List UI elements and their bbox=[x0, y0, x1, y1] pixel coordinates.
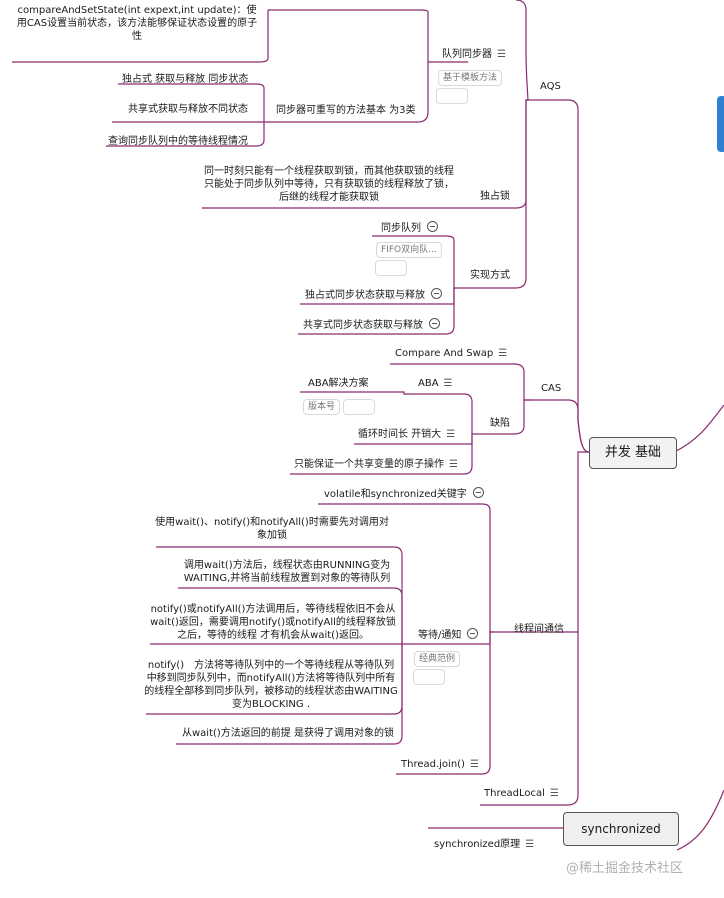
volatile-label: volatile和synchronized关键字 bbox=[324, 489, 467, 500]
threadlocal-label: ThreadLocal bbox=[484, 788, 545, 799]
empty-note-box bbox=[413, 669, 445, 685]
queue-sync-label: 队列同步器 bbox=[442, 49, 492, 60]
collapse-icon[interactable] bbox=[431, 288, 442, 299]
comm-node[interactable]: 线程间通信 bbox=[514, 624, 564, 635]
notes-icon: ☰ bbox=[549, 788, 559, 799]
notes-icon: ☰ bbox=[446, 429, 456, 440]
wait-notify-item-1: 使用wait()、notify()和notifyAll()时需要先对调用对象加锁 bbox=[155, 517, 389, 541]
cas-node[interactable]: CAS bbox=[541, 383, 562, 394]
watermark: @稀土掘金技术社区 bbox=[566, 861, 684, 876]
template-method-tag: 基于模板方法 bbox=[438, 70, 503, 86]
wait-notify-item-4: notify() 方法将等待队列中的一个等待线程从等待队列中移到同步队列中，而n… bbox=[144, 660, 398, 710]
notes-icon: ☰ bbox=[449, 459, 458, 470]
rewritable-item-1[interactable]: 独占式 获取与释放 同步状态 bbox=[122, 74, 249, 85]
wait-notify-item-2: 调用wait()方法后，线程状态由RUNNING变为WAITING,并将当前线程… bbox=[183, 560, 391, 584]
notes-icon: ☰ bbox=[525, 839, 535, 850]
compare-swap-label: Compare And Swap bbox=[395, 348, 494, 359]
rewritable-methods-node[interactable]: 同步器可重写的方法基本 为3类 bbox=[276, 105, 416, 116]
aba-label: ABA bbox=[418, 378, 439, 389]
fifo-tag: FIFO双向队... bbox=[376, 242, 442, 258]
notes-icon: ☰ bbox=[497, 49, 506, 60]
rewritable-item-3[interactable]: 查询同步队列中的等待线程情况 bbox=[108, 136, 248, 147]
empty-note-box bbox=[343, 399, 375, 415]
collapse-icon[interactable] bbox=[472, 487, 484, 498]
impl-node[interactable]: 实现方式 bbox=[470, 270, 510, 281]
wait-notify-item-3: notify()或notifyAll()方法调用后，等待线程依旧不会从wait(… bbox=[150, 604, 396, 641]
sync-queue-label: 同步队列 bbox=[381, 223, 421, 234]
notes-icon: ☰ bbox=[443, 378, 453, 389]
aba-node[interactable]: ABA ☰ bbox=[418, 377, 453, 390]
impl-exclusive-label: 独占式同步状态获取与释放 bbox=[305, 290, 425, 301]
impl-exclusive-node[interactable]: 独占式同步状态获取与释放 bbox=[305, 288, 442, 302]
sync-queue-node[interactable]: 同步队列 bbox=[381, 221, 438, 235]
wait-notify-label: 等待/通知 bbox=[418, 630, 462, 641]
empty-note-box bbox=[375, 260, 407, 276]
aqs-node[interactable]: AQS bbox=[540, 81, 561, 92]
queue-sync-node[interactable]: 队列同步器 ☰ bbox=[442, 48, 506, 61]
join-node[interactable]: Thread.join() ☰ bbox=[401, 758, 479, 771]
threadlocal-node[interactable]: ThreadLocal ☰ bbox=[484, 787, 559, 800]
cas-method-text: compareAndSetState(int expext,int update… bbox=[16, 5, 258, 42]
rewritable-item-2[interactable]: 共享式获取与释放不同状态 bbox=[128, 104, 248, 115]
atomic-label: 只能保证一个共享变量的原子操作 bbox=[294, 459, 444, 470]
impl-shared-node[interactable]: 共享式同步状态获取与释放 bbox=[303, 318, 440, 332]
exclusive-lock-node[interactable]: 独占锁 bbox=[480, 191, 510, 202]
root-node[interactable]: 并发 基础 bbox=[589, 437, 677, 469]
join-label: Thread.join() bbox=[401, 759, 465, 770]
aba-solution-node[interactable]: ABA解决方案 bbox=[308, 378, 369, 389]
collapse-icon[interactable] bbox=[467, 628, 479, 639]
volatile-node[interactable]: volatile和synchronized关键字 bbox=[324, 487, 484, 501]
scroll-handle[interactable] bbox=[717, 96, 724, 152]
collapse-icon[interactable] bbox=[427, 221, 438, 232]
notes-icon: ☰ bbox=[498, 348, 508, 359]
empty-note-box bbox=[436, 88, 468, 104]
atomic-node[interactable]: 只能保证一个共享变量的原子操作 ☰ bbox=[294, 458, 458, 471]
compare-swap-node[interactable]: Compare And Swap ☰ bbox=[395, 347, 507, 360]
exclusive-lock-desc: 同一时刻只能有一个线程获取到锁，而其他获取锁的线程只能处于同步队列中等待，只有获… bbox=[204, 166, 454, 203]
impl-shared-label: 共享式同步状态获取与释放 bbox=[303, 320, 423, 331]
wait-notify-node[interactable]: 等待/通知 bbox=[418, 628, 479, 642]
loop-cost-label: 循环时间长 开销大 bbox=[358, 429, 442, 440]
notes-icon: ☰ bbox=[469, 759, 479, 770]
synchronized-node[interactable]: synchronized bbox=[563, 812, 679, 846]
defects-node[interactable]: 缺陷 bbox=[490, 418, 510, 429]
sync-principle-node[interactable]: synchronized原理 ☰ bbox=[434, 838, 534, 851]
collapse-icon[interactable] bbox=[429, 318, 440, 329]
wait-notify-item-5: 从wait()方法返回的前提 是获得了调用对象的锁 bbox=[182, 728, 394, 739]
sync-principle-label: synchronized原理 bbox=[434, 839, 521, 850]
classic-example-tag: 经典范例 bbox=[414, 651, 461, 667]
loop-cost-node[interactable]: 循环时间长 开销大 ☰ bbox=[358, 428, 455, 441]
version-tag: 版本号 bbox=[303, 399, 341, 415]
